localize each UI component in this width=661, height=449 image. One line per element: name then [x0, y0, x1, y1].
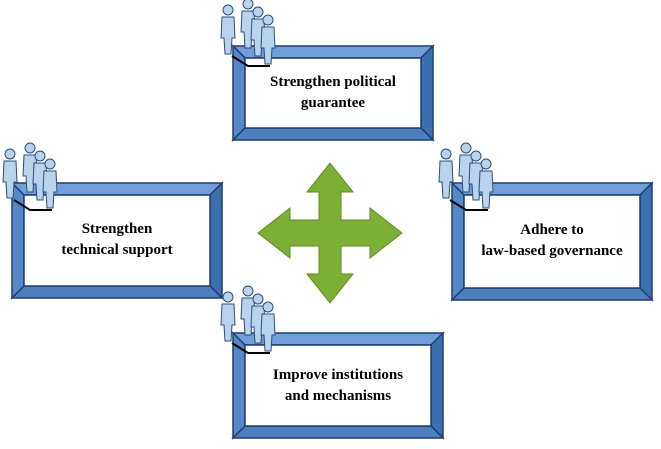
frame-left-card — [10, 181, 224, 300]
frame-bottom-card — [231, 331, 445, 440]
people-group-icon — [220, 285, 276, 354]
frame-right-card — [450, 181, 654, 302]
card-bottom-line2: and mechanisms — [284, 388, 392, 404]
four-way-arrow-icon — [257, 162, 403, 304]
card-left-text: Strengthen technical support — [24, 219, 210, 261]
card-right-line2: law-based governance — [481, 243, 623, 259]
card-left-line1: Strengthen — [81, 221, 153, 237]
people-group-icon — [438, 142, 494, 211]
card-top-text: Strengthen political guarantee — [245, 72, 421, 114]
card-right-line1: Adhere to — [520, 222, 584, 238]
frame-top-card — [231, 44, 435, 142]
card-right-text: Adhere to law-based governance — [464, 220, 640, 262]
card-left-line2: technical support — [61, 242, 173, 258]
card-top-line2: guarantee — [300, 95, 366, 111]
people-group-icon — [220, 0, 276, 67]
card-top-line1: Strengthen political — [270, 74, 396, 90]
card-bottom-line1: Improve institutions — [272, 367, 404, 383]
people-group-icon — [2, 142, 58, 211]
card-bottom-text: Improve institutions and mechanisms — [245, 365, 431, 407]
